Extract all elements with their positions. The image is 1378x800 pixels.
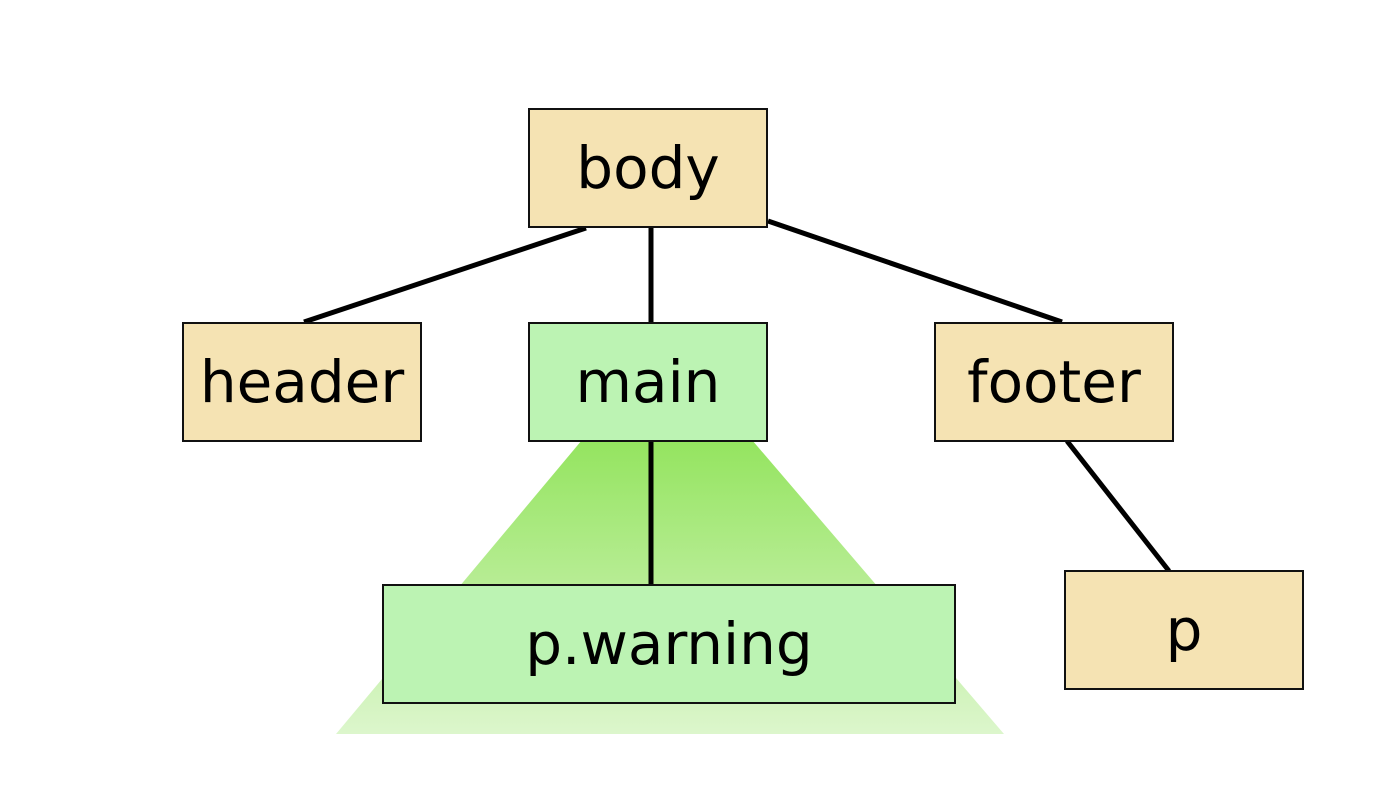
edge-footer-p bbox=[1065, 439, 1171, 573]
node-footer-label: footer bbox=[967, 348, 1141, 416]
node-p-label: p bbox=[1165, 596, 1203, 664]
edge-body-footer bbox=[767, 218, 1063, 325]
node-body-label: body bbox=[576, 134, 720, 202]
node-footer: footer bbox=[934, 322, 1174, 442]
node-p-warning-label: p.warning bbox=[525, 610, 813, 678]
node-main: main bbox=[528, 322, 768, 442]
node-main-label: main bbox=[575, 348, 721, 416]
node-p: p bbox=[1064, 570, 1304, 690]
node-p-warning: p.warning bbox=[382, 584, 956, 704]
node-body: body bbox=[528, 108, 768, 228]
node-header-label: header bbox=[199, 348, 405, 416]
edge-body-header bbox=[303, 225, 587, 325]
node-header: header bbox=[182, 322, 422, 442]
